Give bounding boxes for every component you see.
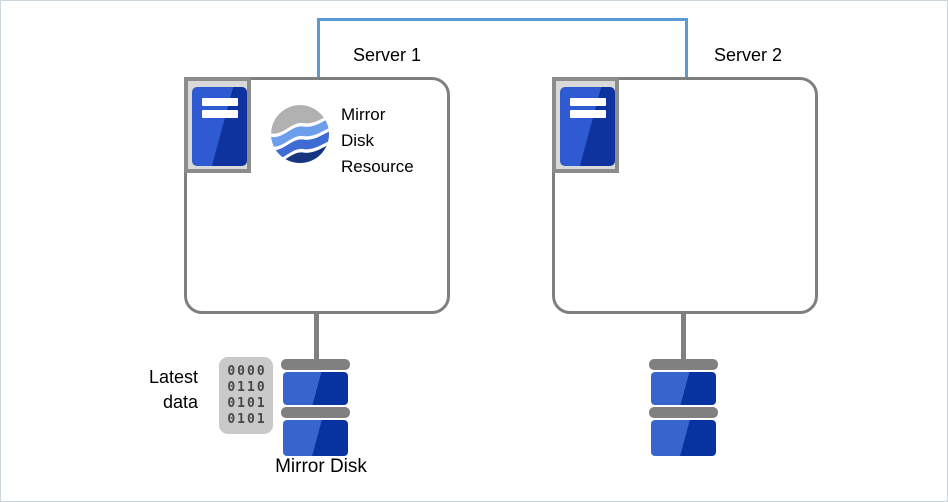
server2-label: Server 2 [713, 45, 783, 65]
server2-disk-connector [681, 312, 686, 363]
mdr-line: Mirror [341, 105, 386, 124]
binary-row: 0101 [227, 395, 267, 411]
server1-icon [184, 77, 251, 173]
latest-data-label: Latest data [111, 365, 198, 415]
binary-row: 0000 [227, 363, 267, 379]
mirror-disk-resource-label: Mirror Disk Resource [341, 102, 414, 180]
mdr-line: Resource [341, 157, 414, 176]
tower-slot-icon [570, 110, 606, 118]
binary-row: 0110 [227, 379, 267, 395]
mdr-line: Disk [341, 131, 375, 150]
server1-disk-connector [314, 312, 319, 361]
mirror-disk-resource-icon [271, 105, 329, 163]
disk-cap [281, 359, 350, 370]
tower-slot-icon [570, 98, 606, 106]
disk-cap [281, 407, 350, 418]
disk-cap [649, 407, 718, 418]
disk-platter [651, 372, 716, 405]
interconnect-line-top [317, 18, 688, 21]
disk-platter [283, 420, 348, 456]
latest-data-binary-icon: 0000 0110 0101 0101 [219, 357, 273, 434]
interconnect-line-left [317, 18, 320, 78]
disk-platter [283, 372, 348, 405]
disk-platter [651, 420, 716, 456]
disk-cap [649, 359, 718, 370]
mirror-disk-icon-server2 [649, 359, 718, 456]
binary-row: 0101 [227, 411, 267, 427]
mirror-disk-label: Mirror Disk [275, 456, 367, 477]
mirror-disk-icon-server1 [281, 359, 350, 456]
latest-data-line: Latest [148, 367, 198, 387]
latest-data-line: data [162, 392, 198, 412]
interconnect-line-right [685, 18, 688, 78]
server-tower-icon [192, 87, 247, 166]
server2-icon [552, 77, 619, 173]
tower-slot-icon [202, 110, 238, 118]
server1-label: Server 1 [352, 45, 422, 65]
tower-slot-icon [202, 98, 238, 106]
server-tower-icon [560, 87, 615, 166]
